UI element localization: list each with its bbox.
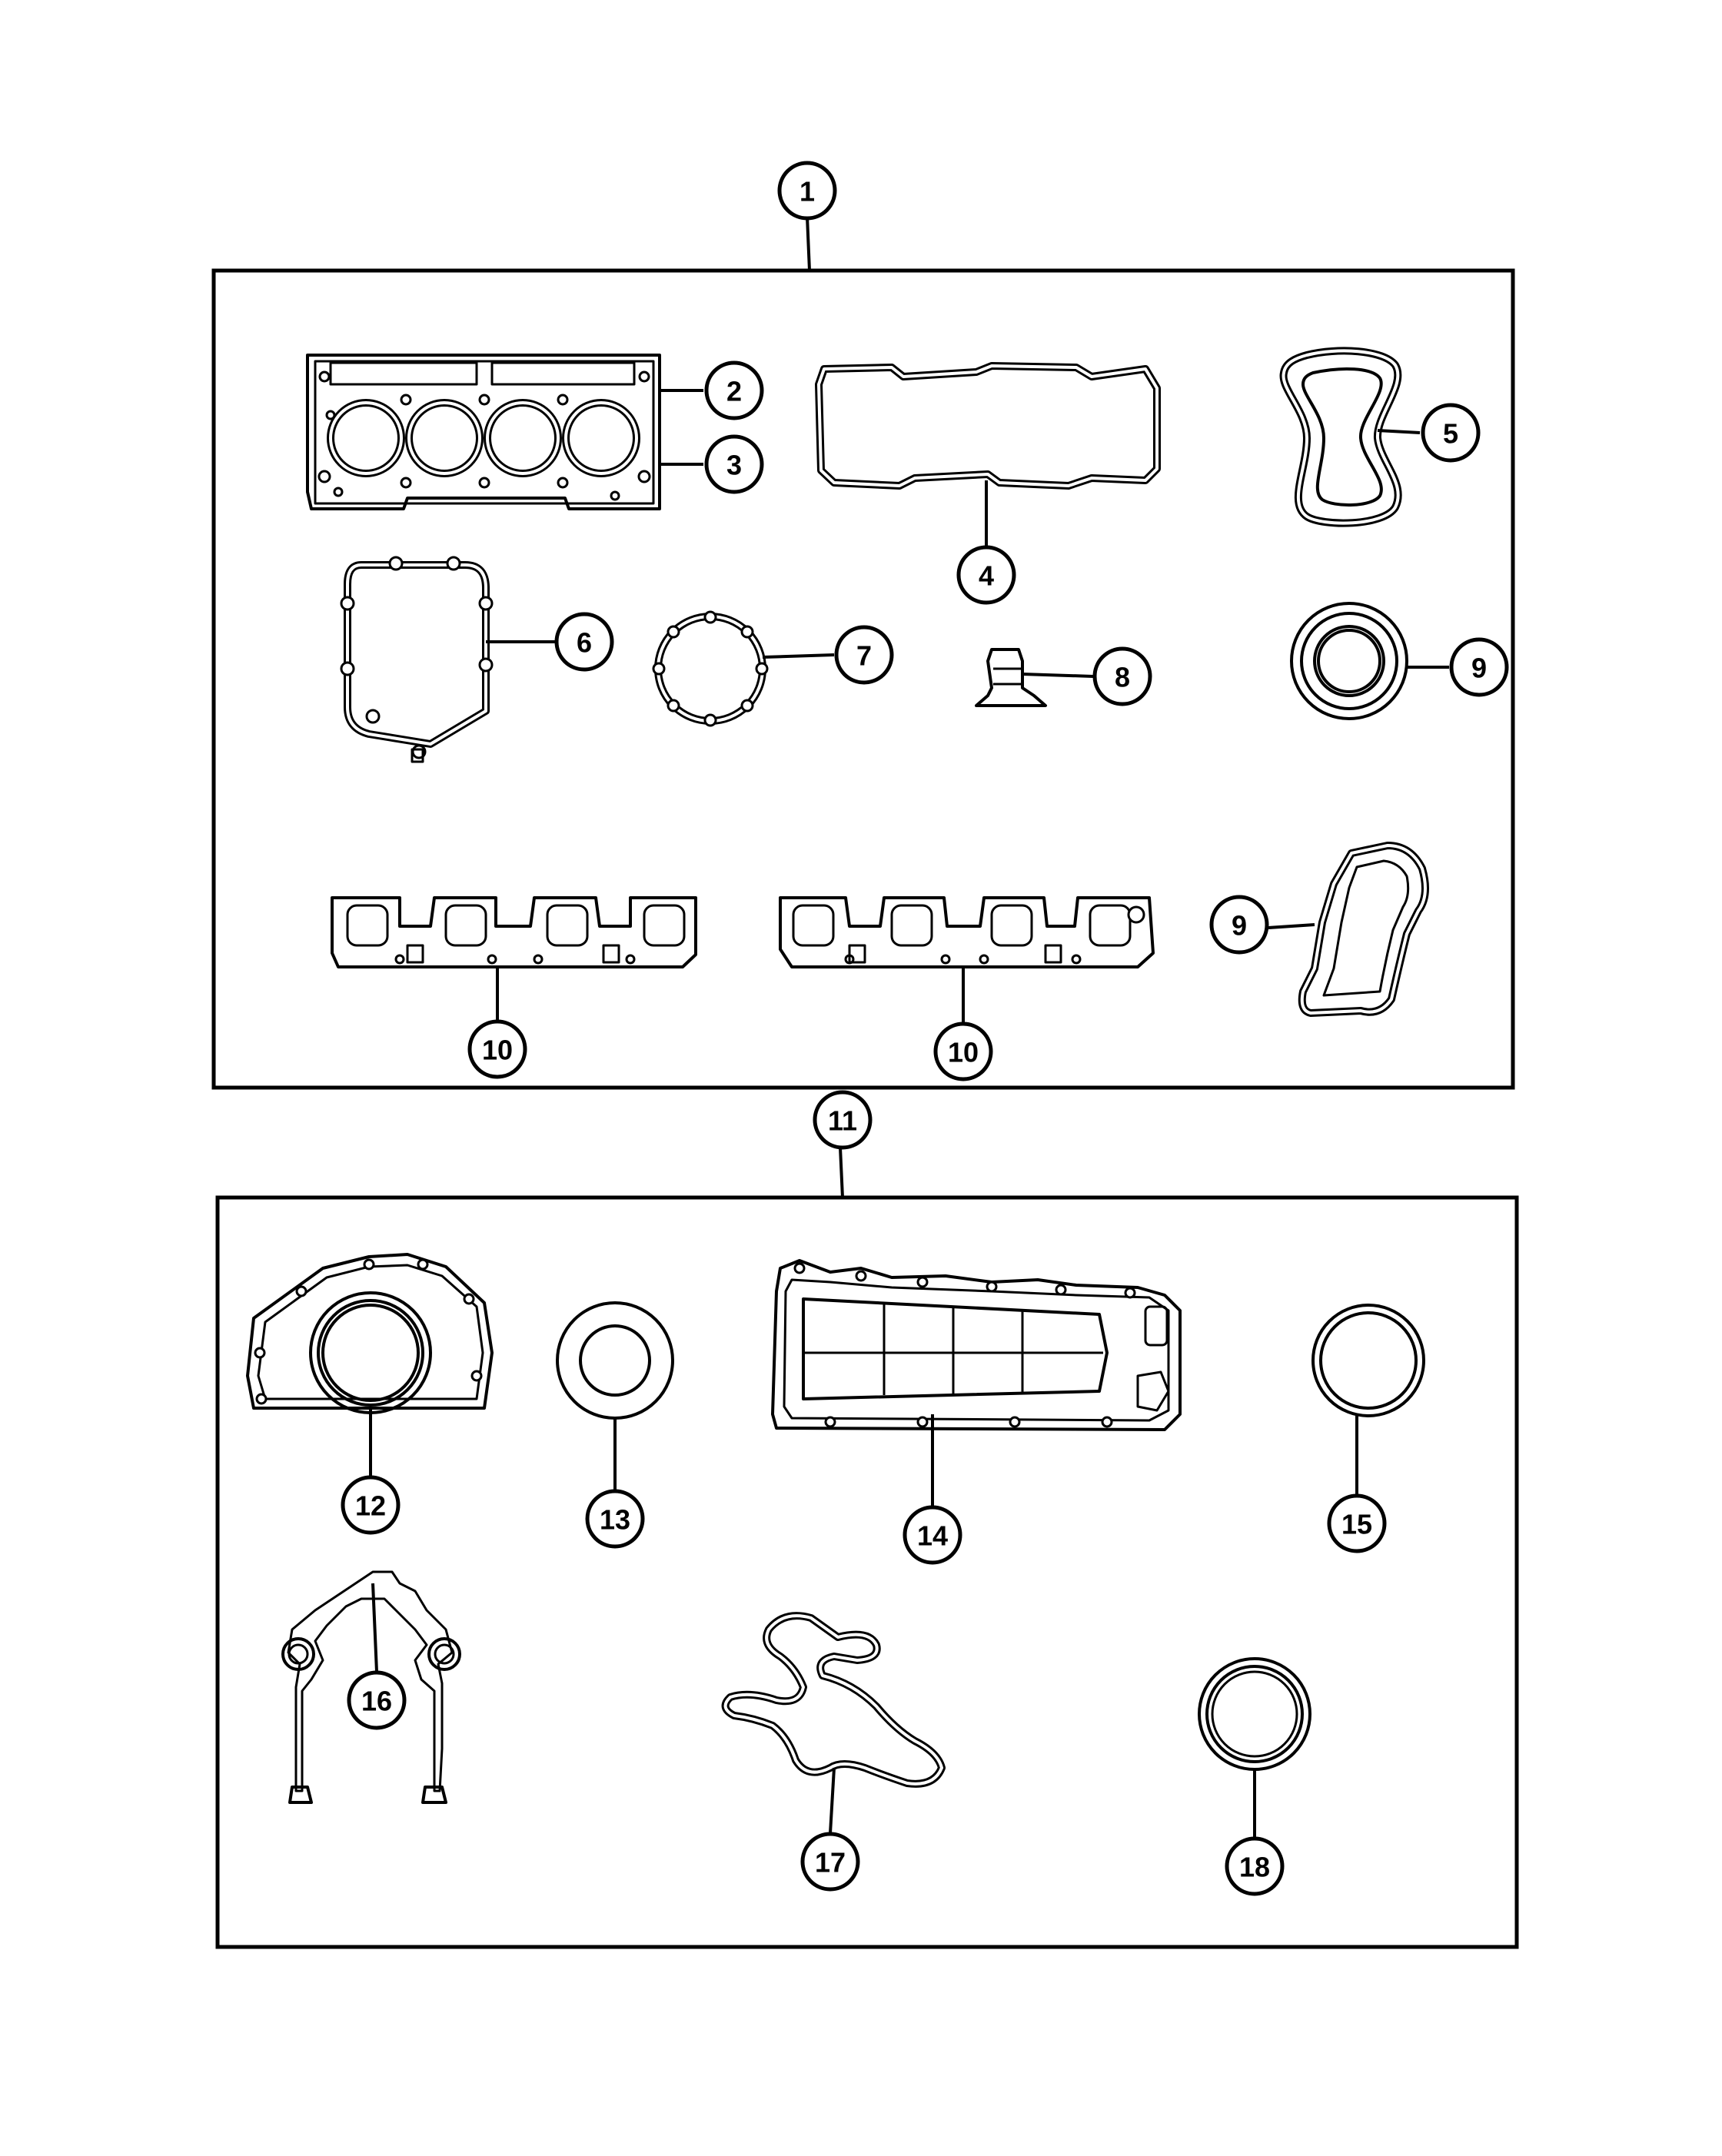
callout-11: 11 xyxy=(813,1090,873,1150)
water-pump-gasket[interactable] xyxy=(721,1612,946,1788)
callout-1: 1 xyxy=(777,161,837,221)
callout-12: 12 xyxy=(341,1475,401,1535)
callout-6: 6 xyxy=(554,612,614,672)
callout-3: 3 xyxy=(704,434,764,494)
round-seal-15[interactable] xyxy=(1311,1304,1425,1417)
callout-16: 16 xyxy=(347,1670,407,1730)
callout-label: 16 xyxy=(361,1686,392,1717)
callout-14: 14 xyxy=(903,1505,962,1565)
callout-label: 2 xyxy=(726,376,742,407)
timing-cover-gasket[interactable] xyxy=(281,1570,461,1804)
callout-label: 18 xyxy=(1239,1852,1270,1883)
leader-lines xyxy=(369,216,1449,1837)
callout-circle xyxy=(467,1019,527,1079)
callout-8: 8 xyxy=(1092,646,1152,706)
exhaust-manifold-gasket-left[interactable] xyxy=(331,896,697,968)
callout-circle xyxy=(1225,1836,1285,1896)
round-seal-18[interactable] xyxy=(1198,1657,1311,1771)
callout-label: 14 xyxy=(917,1520,948,1552)
callout-label: 10 xyxy=(482,1035,513,1066)
callout-circle xyxy=(777,161,837,221)
oil-pan-gasket[interactable] xyxy=(771,1259,1182,1431)
ring-gasket[interactable] xyxy=(652,610,769,727)
valve-cover-gasket[interactable] xyxy=(815,362,1161,490)
callout-circle xyxy=(554,612,614,672)
callout-circle xyxy=(933,1022,993,1081)
callout-10: 10 xyxy=(933,1022,993,1081)
callout-circle xyxy=(347,1670,407,1730)
callout-label: 4 xyxy=(979,560,994,592)
callout-label: 17 xyxy=(815,1847,846,1879)
figure-eight-seal[interactable] xyxy=(1279,347,1402,527)
callout-circle xyxy=(1209,895,1269,955)
cover-gasket[interactable] xyxy=(340,556,494,763)
callout-circle xyxy=(800,1832,860,1892)
callout-label: 10 xyxy=(948,1037,979,1068)
callout-label: 11 xyxy=(828,1105,857,1137)
callout-label: 3 xyxy=(726,450,742,481)
upper-kit-frame xyxy=(211,268,1515,1090)
valve-stem-seal[interactable] xyxy=(975,648,1047,707)
callout-circle xyxy=(341,1475,401,1535)
callout-10: 10 xyxy=(467,1019,527,1079)
callout-circle xyxy=(1327,1493,1387,1553)
callout-label: 7 xyxy=(856,640,872,672)
callout-circle xyxy=(903,1505,962,1565)
callout-circle xyxy=(813,1090,873,1150)
callout-18: 18 xyxy=(1225,1836,1285,1896)
callout-4: 4 xyxy=(956,545,1016,605)
callout-label: 15 xyxy=(1341,1509,1372,1540)
callout-circle xyxy=(956,545,1016,605)
callout-label: 12 xyxy=(355,1490,386,1522)
callout-circle xyxy=(834,625,894,685)
callout-9: 9 xyxy=(1449,637,1509,697)
callout-label: 1 xyxy=(800,176,815,208)
callout-label: 6 xyxy=(577,627,592,659)
cylinder-head-gasket[interactable] xyxy=(306,354,661,510)
callout-17: 17 xyxy=(800,1832,860,1892)
lower-kit-frame xyxy=(215,1195,1519,1949)
round-seal-13[interactable] xyxy=(556,1301,674,1420)
callout-circle xyxy=(1092,646,1152,706)
callout-circle xyxy=(704,360,764,420)
callout-label: 9 xyxy=(1232,910,1247,942)
callout-label: 5 xyxy=(1443,418,1458,450)
callout-label: 8 xyxy=(1115,662,1130,693)
callout-circle xyxy=(1449,637,1509,697)
exhaust-manifold-gasket-right[interactable] xyxy=(779,896,1155,968)
callout-circle xyxy=(1421,403,1481,463)
callout-label: 9 xyxy=(1471,653,1487,684)
callout-15: 15 xyxy=(1327,1493,1387,1553)
shaped-gasket[interactable] xyxy=(1298,842,1429,1017)
callout-5: 5 xyxy=(1421,403,1481,463)
rear-main-seal-retainer[interactable] xyxy=(246,1253,494,1414)
callout-circle xyxy=(585,1489,645,1549)
round-seal[interactable] xyxy=(1290,602,1408,720)
callout-2: 2 xyxy=(704,360,764,420)
callout-7: 7 xyxy=(834,625,894,685)
callout-circle xyxy=(704,434,764,494)
callout-13: 13 xyxy=(585,1489,645,1549)
callout-9: 9 xyxy=(1209,895,1269,955)
callout-label: 13 xyxy=(600,1504,630,1536)
